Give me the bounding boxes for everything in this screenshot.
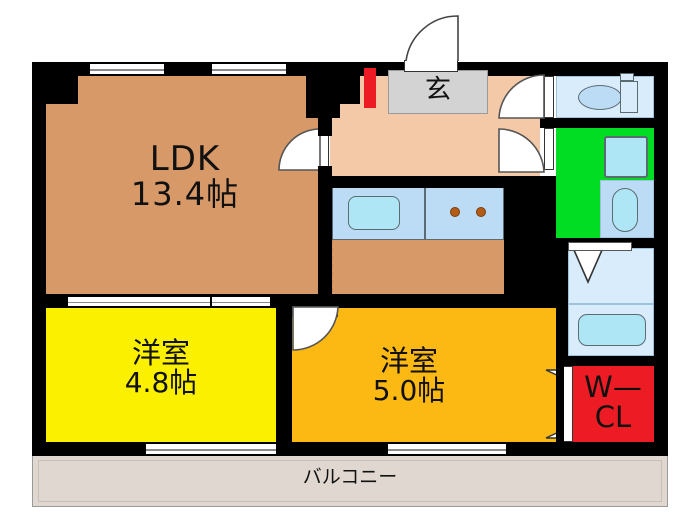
wall-washroom-left <box>556 238 568 366</box>
toilet-lid-icon <box>620 73 634 81</box>
window-ldk-left <box>90 63 164 75</box>
shoe-cabinet <box>364 68 376 108</box>
room-walk-in-closet <box>572 366 654 442</box>
closet-label: W— CL <box>572 372 654 433</box>
room-ldk-extension-lower <box>324 240 536 294</box>
door-swing-toilet-icon <box>498 74 545 119</box>
closet-label-line2: CL <box>594 400 632 435</box>
vanity-sink-icon <box>578 314 646 346</box>
wall-ldk-right-upper <box>318 76 332 136</box>
room-ldk <box>46 76 324 294</box>
bedroom-left-area: 4.8帖 <box>124 366 198 400</box>
window-bedroom-right <box>388 443 506 455</box>
room-bedroom-left <box>46 308 276 442</box>
room-bedroom-right <box>292 308 556 442</box>
entrance-tile <box>388 70 488 114</box>
wall-toilet-bottom <box>540 118 668 128</box>
door-swing-bathroom-icon <box>498 128 545 173</box>
washing-machine-marker-icon <box>572 249 604 284</box>
bedroom-left-name: 洋室 <box>131 336 190 370</box>
window-bedroom-left <box>146 443 276 455</box>
balcony-label: バルコニー <box>302 466 398 488</box>
closet-door-bedroom-left <box>68 296 162 307</box>
washroom-entry-opening <box>568 242 632 251</box>
wall-kitchen-right <box>504 184 556 294</box>
bedroom-right-label: 洋室 5.0帖 <box>292 346 526 406</box>
toilet-tank-icon <box>620 81 638 113</box>
ldk-wall-notch-topleft <box>46 76 78 104</box>
ldk-name: LDK <box>149 139 221 179</box>
shower-basin-icon <box>604 136 648 178</box>
wall-between-bedrooms <box>276 294 292 456</box>
closet-label-line1: W— <box>584 370 642 404</box>
closet-door-bedroom-left-2 <box>162 296 210 307</box>
bedroom-left-label: 洋室 4.8帖 <box>46 338 276 398</box>
bedroom-right-name: 洋室 <box>379 344 438 378</box>
front-door-swing-icon <box>405 15 459 62</box>
stove-burner-left-icon <box>450 207 460 217</box>
bathtub-icon <box>612 188 638 232</box>
exterior-wall-left <box>32 62 46 456</box>
door-swing-bedroom-right-icon <box>292 306 339 351</box>
door-swing-ldk-icon <box>278 128 321 171</box>
balcony-inner-edge <box>38 460 662 502</box>
entrance-label: 玄 <box>424 75 451 105</box>
wall-ldk-right-lower <box>318 166 332 298</box>
wall-bedroom-right-top <box>276 294 556 308</box>
wall-closet-left <box>556 356 564 456</box>
kitchen-sink-icon <box>348 196 400 230</box>
kitchen-counter-divider <box>424 186 426 240</box>
ldk-label: LDK 13.4帖 <box>46 139 324 213</box>
bedroom-right-area: 5.0帖 <box>372 374 446 408</box>
wall-corridor-bottom <box>330 176 556 188</box>
closet-door-bedroom-left-3 <box>212 296 270 307</box>
window-ldk-right <box>212 63 286 75</box>
exterior-wall-bottom <box>32 442 668 456</box>
toilet-bowl-icon <box>578 85 622 110</box>
stove-burner-right-icon <box>476 207 486 217</box>
wall-washroom-bottom <box>540 356 668 366</box>
door-panel-bathroom <box>544 128 554 170</box>
ldk-area: 13.4帖 <box>130 174 240 213</box>
